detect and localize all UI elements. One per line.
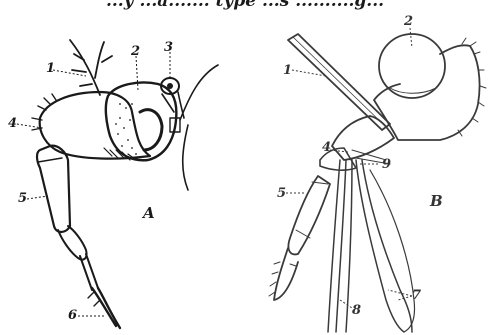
label-a-5: 5 (18, 191, 27, 206)
label-b-1: 1 (283, 63, 292, 78)
leg-seg1-a (37, 146, 70, 232)
figure-a (32, 40, 218, 328)
body-contour-a (180, 65, 218, 190)
label-a-3: 3 (164, 40, 173, 55)
panel-letter-a: A (141, 204, 155, 222)
label-a-4: 4 (8, 116, 17, 131)
leg-b (288, 176, 330, 254)
label-b-2: 2 (403, 14, 413, 29)
bristles-a (70, 40, 112, 95)
label-b-8: 8 (352, 303, 361, 318)
claw-b (274, 248, 298, 300)
body-bristles-b (458, 38, 486, 136)
bulb-stipple-a (115, 103, 137, 155)
coxa-a (40, 92, 150, 159)
label-b-5: 5 (277, 186, 286, 201)
label-a-1: 1 (46, 61, 55, 76)
label-b-9: 9 (382, 157, 391, 172)
claw-a (92, 288, 120, 328)
panel-letter-b: B (429, 192, 443, 210)
figure-b (269, 34, 486, 332)
body-b (374, 45, 480, 140)
figure-b-labels: 1 2 4 5 7 8 9 B (277, 14, 443, 318)
label-a-6: 6 (68, 308, 77, 323)
tubes-b (328, 160, 412, 332)
label-b-4: 4 (322, 140, 331, 155)
label-b-7: 7 (412, 288, 421, 303)
bulb-inner-a (140, 110, 162, 150)
label-a-2: 2 (130, 44, 140, 59)
